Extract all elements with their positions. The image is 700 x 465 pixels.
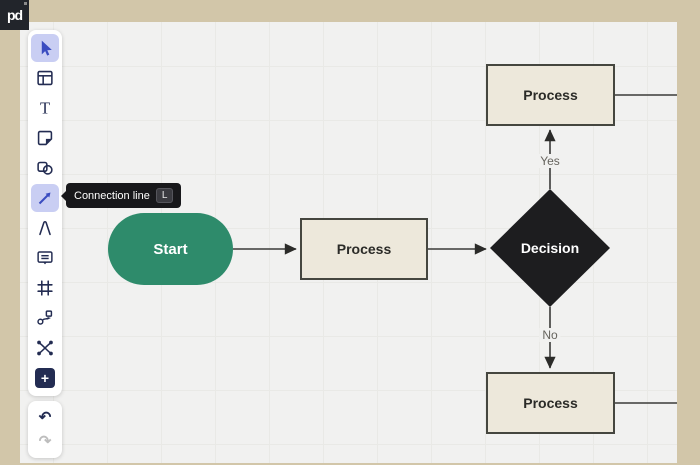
history-panel: ↶ ↷ bbox=[28, 401, 62, 458]
tool-select[interactable] bbox=[31, 34, 59, 62]
text-icon: T bbox=[34, 97, 56, 119]
tool-note[interactable] bbox=[31, 124, 59, 152]
shapes-icon bbox=[34, 157, 56, 179]
process-node-bottom[interactable]: Process bbox=[486, 372, 615, 434]
tool-frame[interactable] bbox=[31, 274, 59, 302]
redo-button[interactable]: ↷ bbox=[39, 434, 52, 449]
tool-text[interactable]: T bbox=[31, 94, 59, 122]
tool-more-shapes[interactable]: + bbox=[31, 364, 59, 392]
comment-icon bbox=[34, 247, 56, 269]
edge-label-yes: Yes bbox=[537, 154, 563, 168]
process-node-top[interactable]: Process bbox=[486, 64, 615, 126]
undo-icon: ↶ bbox=[38, 409, 52, 426]
arrow-up-right-icon bbox=[34, 187, 56, 209]
frame-icon bbox=[34, 277, 56, 299]
process-node-bottom-label: Process bbox=[523, 395, 578, 411]
tooltip-label: Connection line bbox=[74, 189, 150, 202]
connection-line-tooltip: Connection line L bbox=[66, 183, 182, 208]
tooltip-shortcut-badge: L bbox=[155, 188, 174, 203]
edge-label-no: No bbox=[539, 328, 561, 342]
process-node-mid-label: Process bbox=[336, 241, 392, 257]
pen-icon bbox=[34, 217, 56, 239]
tool-comment[interactable] bbox=[31, 244, 59, 272]
mindmap-icon bbox=[34, 337, 56, 359]
process-node-top-label: Process bbox=[523, 87, 578, 103]
connector-icon bbox=[34, 307, 56, 329]
flowchart-stage: Start Process Decision Process Process Y… bbox=[20, 22, 677, 463]
cursor-icon bbox=[34, 37, 56, 59]
tool-pen[interactable] bbox=[31, 214, 59, 242]
note-icon bbox=[34, 127, 56, 149]
tool-connection-line[interactable] bbox=[31, 184, 59, 212]
tool-palette: T bbox=[28, 30, 62, 396]
process-node-mid[interactable]: Process bbox=[300, 218, 428, 280]
app-logo-text: pd bbox=[6, 7, 23, 23]
tool-connector-nodes[interactable] bbox=[31, 304, 59, 332]
diagram-canvas[interactable]: Start Process Decision Process Process Y… bbox=[20, 22, 677, 463]
connector-layer[interactable] bbox=[20, 22, 677, 463]
start-node-label: Start bbox=[153, 240, 188, 258]
tool-shapes[interactable] bbox=[31, 154, 59, 182]
decision-node-shape[interactable] bbox=[490, 189, 610, 307]
undo-button[interactable]: ↶ bbox=[39, 410, 52, 425]
start-node[interactable]: Start bbox=[108, 213, 233, 285]
redo-icon: ↷ bbox=[38, 433, 52, 450]
tool-mindmap[interactable] bbox=[31, 334, 59, 362]
logo-dot bbox=[24, 2, 27, 5]
table-icon bbox=[34, 67, 56, 89]
tool-table[interactable] bbox=[31, 64, 59, 92]
app-logo[interactable]: pd bbox=[0, 0, 29, 30]
svg-text:T: T bbox=[40, 99, 50, 118]
plus-icon: + bbox=[35, 368, 55, 388]
